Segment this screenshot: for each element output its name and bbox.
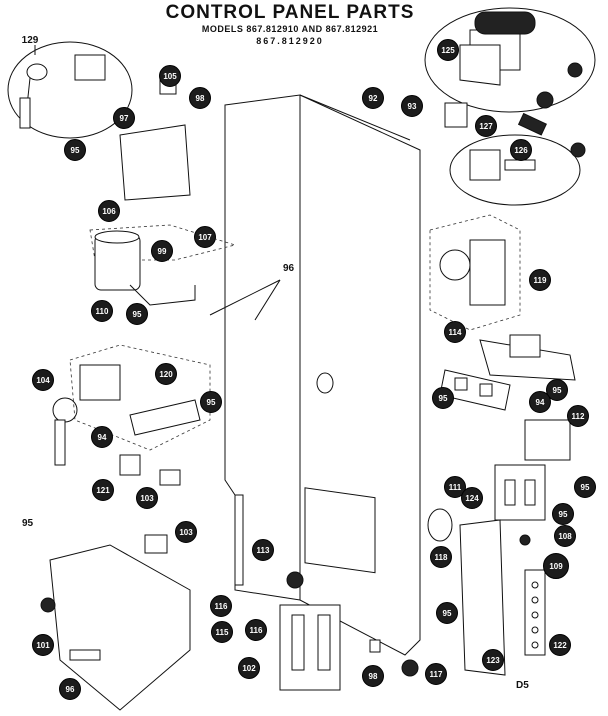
terminal-94 xyxy=(439,369,511,411)
callout-109[interactable]: 109 xyxy=(543,553,569,579)
callout-118[interactable]: 118 xyxy=(430,546,452,568)
callout-97[interactable]: 97 xyxy=(113,107,135,129)
callout-108[interactable]: 108 xyxy=(554,525,576,547)
callout-98b[interactable]: 98 xyxy=(362,665,384,687)
contactor-102 xyxy=(279,571,419,691)
callout-95d[interactable]: 95 xyxy=(546,379,568,401)
callout-94b[interactable]: 94 xyxy=(91,426,113,448)
callout-124[interactable]: 124 xyxy=(461,487,483,509)
callout-92[interactable]: 92 xyxy=(362,87,384,109)
label-95: 95 xyxy=(22,518,34,529)
callout-117[interactable]: 117 xyxy=(425,663,447,685)
inset-129 xyxy=(7,41,133,139)
bracket-121-103 xyxy=(119,454,181,554)
callout-116b[interactable]: 116 xyxy=(245,619,267,641)
callout-105[interactable]: 105 xyxy=(159,65,181,87)
callout-107[interactable]: 107 xyxy=(194,226,216,248)
callout-96b[interactable]: 96 xyxy=(59,678,81,700)
label-d5: D5 xyxy=(516,680,529,691)
callout-129[interactable]: 129 xyxy=(21,34,39,46)
inset-126-127 xyxy=(444,102,586,206)
capacitor-99 xyxy=(89,224,237,306)
callout-95c[interactable]: 95 xyxy=(200,391,222,413)
relay-104 xyxy=(52,344,211,466)
callout-123[interactable]: 123 xyxy=(482,649,504,671)
callout-120[interactable]: 120 xyxy=(155,363,177,385)
callout-103b[interactable]: 103 xyxy=(175,521,197,543)
callout-95a[interactable]: 95 xyxy=(64,139,86,161)
callout-99[interactable]: 99 xyxy=(151,240,173,262)
callout-110[interactable]: 110 xyxy=(91,300,113,322)
lower-cover-98 xyxy=(40,544,191,711)
callout-113[interactable]: 113 xyxy=(252,539,274,561)
relay-112 xyxy=(494,419,571,521)
callout-95h[interactable]: 95 xyxy=(436,602,458,624)
callout-106[interactable]: 106 xyxy=(98,200,120,222)
callout-127[interactable]: 127 xyxy=(475,115,497,137)
cover-plate-97 xyxy=(119,77,191,201)
callout-98[interactable]: 98 xyxy=(189,87,211,109)
callout-101[interactable]: 101 xyxy=(32,634,54,656)
callout-93[interactable]: 93 xyxy=(401,95,423,117)
transformer-114 xyxy=(479,334,576,381)
page-title: CONTROL PANEL PARTS xyxy=(165,2,415,23)
callout-116[interactable]: 116 xyxy=(210,595,232,617)
models-subtitle: MODELS 867.812910 AND 867.812921 xyxy=(201,24,379,34)
control-board-109 xyxy=(427,508,546,676)
callout-95b[interactable]: 95 xyxy=(126,303,148,325)
label-96: 96 xyxy=(283,263,295,274)
callout-125[interactable]: 125 xyxy=(437,39,459,61)
callout-114[interactable]: 114 xyxy=(444,321,466,343)
motor-119 xyxy=(429,214,521,331)
callout-115[interactable]: 115 xyxy=(211,621,233,643)
callout-94[interactable]: 94 xyxy=(529,391,551,413)
callout-103[interactable]: 103 xyxy=(136,487,158,509)
callout-111[interactable]: 111 xyxy=(444,476,466,498)
callout-119[interactable]: 119 xyxy=(529,269,551,291)
callout-95g[interactable]: 95 xyxy=(552,503,574,525)
callout-102[interactable]: 102 xyxy=(238,657,260,679)
callout-112[interactable]: 112 xyxy=(567,405,589,427)
callout-122[interactable]: 122 xyxy=(549,634,571,656)
callout-95f[interactable]: 95 xyxy=(574,476,596,498)
callout-104[interactable]: 104 xyxy=(32,369,54,391)
callout-121[interactable]: 121 xyxy=(92,479,114,501)
inset-125 xyxy=(424,7,596,113)
back-panel-92 xyxy=(224,94,421,656)
callout-95e[interactable]: 95 xyxy=(432,387,454,409)
models-subtitle-2: 867.812920 xyxy=(256,36,324,46)
callout-126[interactable]: 126 xyxy=(510,139,532,161)
